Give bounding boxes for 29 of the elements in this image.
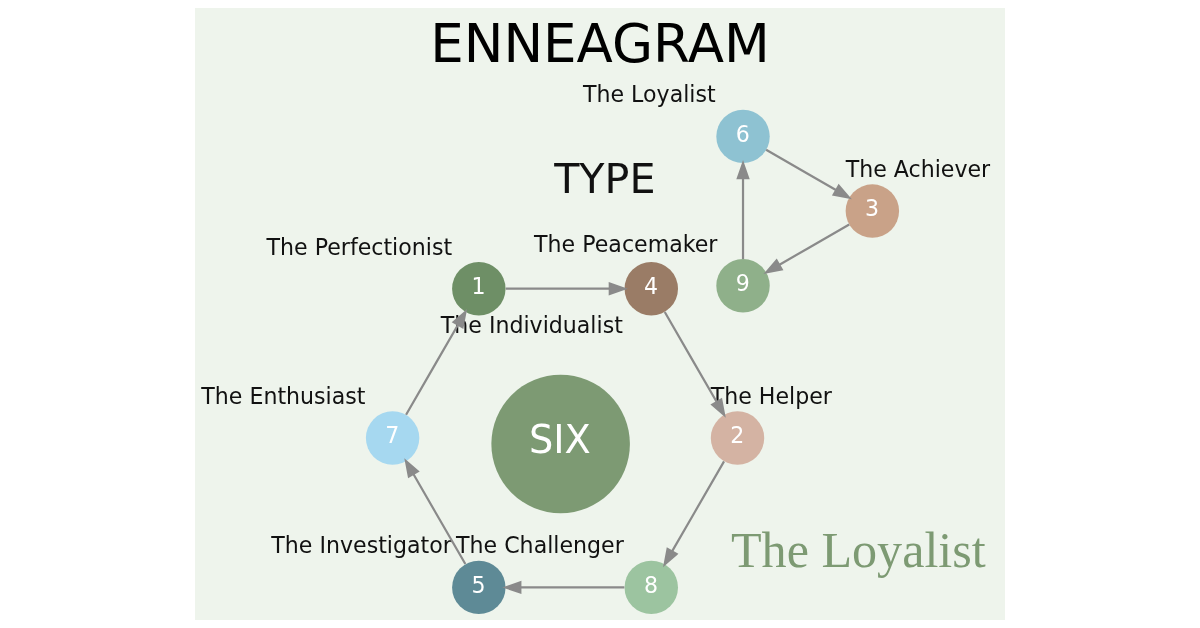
node-circle: SIX [491,374,630,514]
node-circle: 1 [452,261,506,316]
arrow [404,458,467,565]
arrow [663,460,725,568]
arrow [763,223,850,274]
node-label: The Challenger [456,532,624,559]
node-label: The Enthusiast [201,383,366,410]
node-circle: 6 [716,109,770,164]
arrow [765,148,852,200]
label: The Loyalist [731,522,986,579]
diagram-title: ENNEAGRAM [430,13,770,76]
node-label: The Perfectionist [266,233,453,260]
node-circle: 9 [716,259,770,313]
node-circle: 5 [452,560,506,615]
node-label: The Achiever [845,156,991,183]
arrow [663,311,726,418]
node-circle: 8 [624,560,678,615]
arrow [505,282,628,296]
arrow [502,580,625,595]
node-circle: 3 [845,184,900,238]
label: TYPE [554,155,656,204]
node-circle: 7 [365,411,420,465]
arrow [405,309,468,416]
node-label: The Loyalist [583,81,716,108]
node-label: The Investigator [271,532,452,559]
arrow [736,160,750,260]
node-label: The Peacemaker [534,230,718,257]
node-circle: 2 [710,411,765,465]
node-circle: 4 [624,261,678,316]
